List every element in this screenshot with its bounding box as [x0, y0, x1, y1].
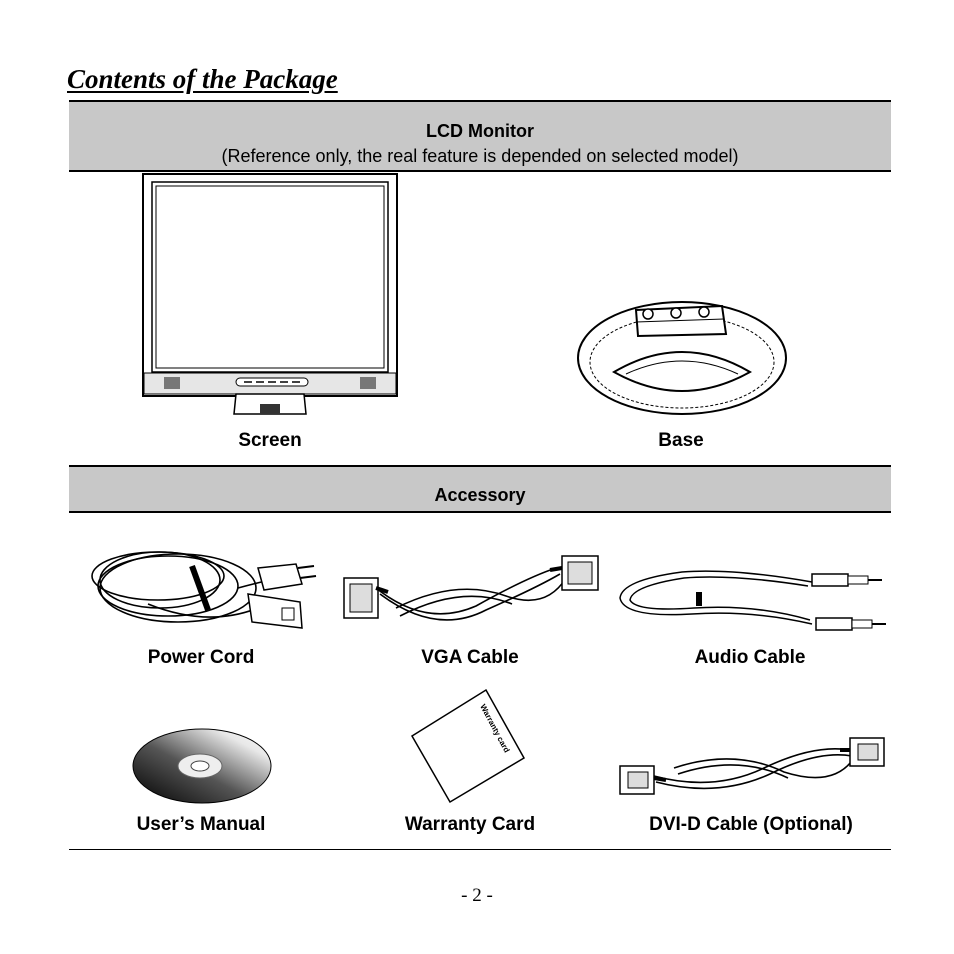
page-number: - 2 - — [0, 885, 954, 907]
monitor-base-illustration — [574, 292, 790, 420]
vga-cable-illustration — [336, 548, 606, 640]
vga-cable-label: VGA Cable — [340, 647, 600, 669]
screen-label: Screen — [140, 430, 400, 452]
accessory-section-header: Accessory — [69, 465, 891, 513]
monitor-section-heading: LCD Monitor — [69, 121, 891, 142]
page-title: Contents of the Package — [67, 64, 338, 95]
cd-disc-illustration — [130, 726, 274, 806]
warranty-card-illustration: Warranty card — [406, 686, 530, 804]
monitor-section-header: LCD Monitor (Reference only, the real fe… — [69, 100, 891, 172]
lcd-screen-illustration — [140, 172, 400, 422]
monitor-section-subheading: (Reference only, the real feature is dep… — [69, 146, 891, 167]
base-label: Base — [551, 430, 811, 452]
dvi-cable-label: DVI-D Cable (Optional) — [620, 814, 882, 836]
users-manual-label: User’s Manual — [71, 814, 331, 836]
audio-cable-label: Audio Cable — [620, 647, 880, 669]
dvi-cable-illustration — [614, 728, 888, 806]
accessory-section-heading: Accessory — [69, 485, 891, 506]
power-cord-label: Power Cord — [71, 647, 331, 669]
power-cord-illustration — [88, 528, 320, 640]
bottom-divider — [69, 849, 891, 850]
warranty-card-label: Warranty Card — [340, 814, 600, 836]
audio-cable-illustration — [612, 562, 888, 640]
